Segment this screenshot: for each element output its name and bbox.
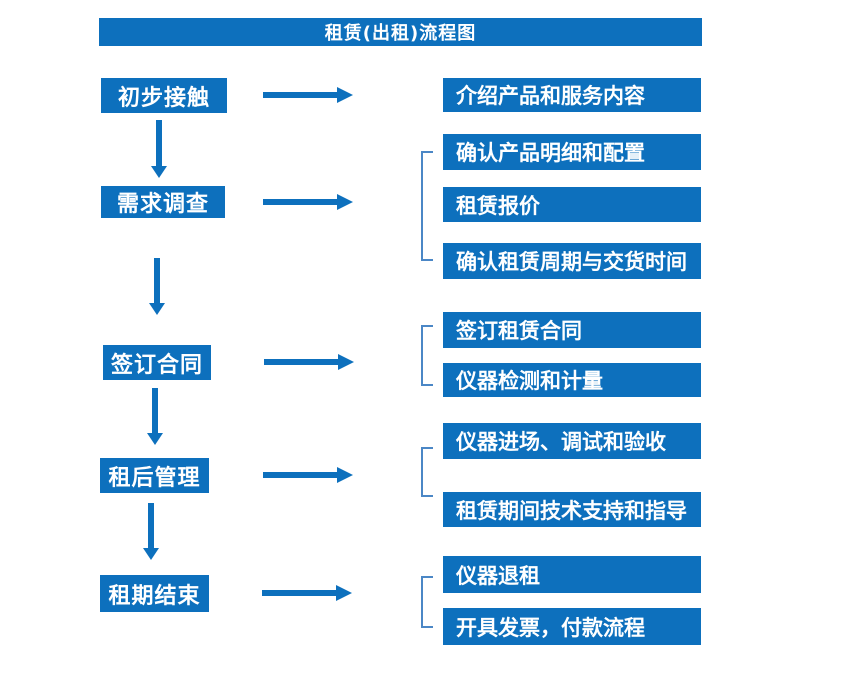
output-confirm-rental-period-delivery: 确认租赁周期与交货时间 [443, 243, 701, 279]
right-arrow-4 [263, 467, 353, 483]
right-arrow-3 [264, 354, 354, 370]
output-rental-quotation: 租赁报价 [443, 187, 701, 222]
step-initial-contact: 初步接触 [101, 78, 227, 113]
step-post-rental-management: 租后管理 [100, 458, 209, 493]
down-arrow-3 [147, 388, 163, 445]
right-arrow-5 [262, 585, 352, 601]
output-invoice-payment-process: 开具发票，付款流程 [443, 608, 701, 645]
right-arrow-1 [263, 87, 353, 103]
output-introduce-products-services: 介绍产品和服务内容 [443, 78, 701, 112]
output-rental-tech-support: 租赁期间技术支持和指导 [443, 492, 701, 527]
bracket-group-4 [421, 447, 433, 497]
down-arrow-4 [143, 503, 159, 560]
down-arrow-1 [151, 120, 167, 178]
step-contract-signing: 签订合同 [103, 345, 211, 380]
diagram-title: 租赁(出租)流程图 [99, 18, 702, 46]
step-rental-period-end: 租期结束 [100, 575, 209, 612]
output-sign-rental-contract: 签订租赁合同 [443, 312, 701, 348]
output-instrument-inspection-metering: 仪器检测和计量 [443, 363, 701, 397]
bracket-group-2 [421, 151, 433, 261]
output-confirm-product-details: 确认产品明细和配置 [443, 134, 701, 170]
right-arrow-2 [263, 194, 353, 210]
output-instrument-setup-acceptance: 仪器进场、调试和验收 [443, 423, 701, 459]
bracket-group-5 [421, 576, 433, 628]
step-requirements-survey: 需求调查 [101, 186, 225, 218]
down-arrow-2 [149, 258, 165, 315]
output-instrument-return: 仪器退租 [443, 556, 701, 593]
bracket-group-3 [421, 325, 433, 386]
